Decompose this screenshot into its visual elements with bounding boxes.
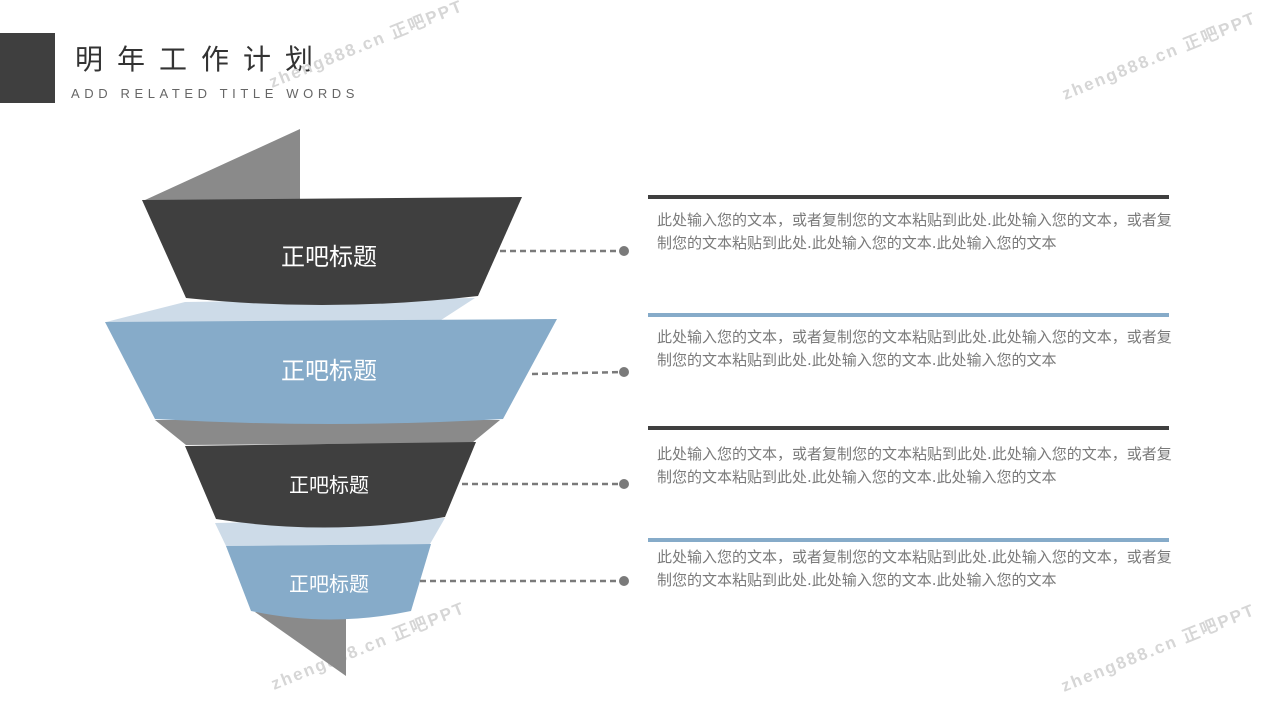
connector-dot-1 — [619, 246, 629, 256]
stage-label-4: 正吧标题 — [289, 572, 369, 596]
separator-2 — [648, 313, 1169, 317]
separator-1 — [648, 195, 1169, 199]
funnel-band-1 — [142, 197, 522, 306]
ribbon-2-3 — [155, 420, 500, 445]
stage-description-3: 此处输入您的文本，或者复制您的文本粘贴到此处.此处输入您的文本，或者复制您的文本… — [657, 445, 1172, 486]
stage-description-4: 此处输入您的文本，或者复制您的文本粘贴到此处.此处输入您的文本，或者复制您的文本… — [657, 548, 1172, 589]
stage-label-1: 正吧标题 — [281, 243, 377, 271]
connector-dot-4 — [619, 576, 629, 586]
stage-label-3: 正吧标题 — [289, 473, 369, 497]
funnel-band-4 — [226, 544, 431, 620]
connector-2 — [531, 370, 625, 376]
stage-label-2: 正吧标题 — [281, 357, 377, 385]
watermark: zheng888.cn 正吧PPT — [1059, 8, 1259, 103]
funnel-band-3 — [185, 442, 476, 528]
separator-4 — [648, 538, 1169, 542]
page-subtitle: ADD RELATED TITLE WORDS — [71, 86, 360, 101]
ribbon-1-2 — [106, 298, 475, 322]
funnel-band-2 — [105, 319, 557, 424]
watermark: zheng888.cn 正吧PPT — [1058, 600, 1258, 695]
stage-description-2: 此处输入您的文本，或者复制您的文本粘贴到此处.此处输入您的文本，或者复制您的文本… — [657, 328, 1172, 369]
separator-3 — [648, 426, 1169, 430]
corner-block — [0, 33, 55, 103]
connector-dot-2 — [619, 367, 629, 377]
bottom-fold — [255, 612, 346, 676]
connector-dot-3 — [619, 479, 629, 489]
stage-description-1: 此处输入您的文本，或者复制您的文本粘贴到此处.此处输入您的文本，或者复制您的文本… — [657, 211, 1172, 252]
page-title: 明年工作计划 — [75, 43, 328, 76]
watermark: zheng888.cn 正吧PPT — [266, 0, 466, 92]
top-fold — [145, 129, 300, 200]
